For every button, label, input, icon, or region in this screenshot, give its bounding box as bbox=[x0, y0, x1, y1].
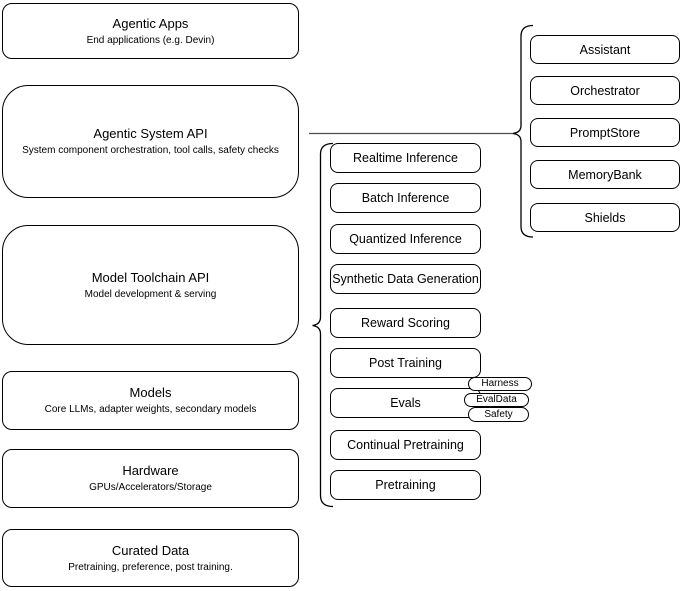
node-label: MemoryBank bbox=[568, 167, 642, 182]
node-label: Continual Pretraining bbox=[347, 438, 464, 452]
node-label: Realtime Inference bbox=[353, 151, 458, 165]
node-label: Orchestrator bbox=[570, 83, 640, 98]
box-synthetic-data-generation: Synthetic Data Generation bbox=[330, 264, 481, 294]
node-title: Agentic Apps bbox=[112, 15, 189, 31]
box-reward-scoring: Reward Scoring bbox=[330, 308, 481, 338]
tag-label: Safety bbox=[484, 408, 513, 420]
tag-harness: Harness bbox=[468, 377, 532, 391]
node-label: Shields bbox=[584, 210, 626, 225]
box-pretraining: Pretraining bbox=[330, 470, 481, 500]
box-shields: Shields bbox=[530, 203, 680, 232]
node-subtitle: End applications (e.g. Devin) bbox=[86, 34, 215, 46]
box-orchestrator: Orchestrator bbox=[530, 76, 680, 105]
node-title: Curated Data bbox=[111, 542, 190, 558]
tag-label: EvalData bbox=[476, 394, 517, 405]
box-agentic-apps: Agentic Apps End applications (e.g. Devi… bbox=[2, 3, 299, 59]
box-memorybank: MemoryBank bbox=[530, 160, 680, 189]
node-title: Models bbox=[129, 385, 172, 400]
node-title: Model Toolchain API bbox=[91, 269, 210, 285]
node-label: Batch Inference bbox=[361, 191, 450, 205]
node-subtitle: GPUs/Accelerators/Storage bbox=[89, 482, 212, 493]
box-quantized-inference: Quantized Inference bbox=[330, 224, 481, 254]
tag-label: Harness bbox=[481, 378, 519, 389]
node-title: Hardware bbox=[122, 463, 179, 478]
node-subtitle: Pretraining, preference, post training. bbox=[68, 561, 233, 573]
box-batch-inference: Batch Inference bbox=[330, 183, 481, 213]
box-post-training: Post Training bbox=[330, 348, 481, 378]
node-subtitle: Core LLMs, adapter weights, secondary mo… bbox=[44, 404, 257, 415]
box-evals: Evals bbox=[330, 388, 481, 418]
node-label: Synthetic Data Generation bbox=[332, 272, 479, 286]
node-label: Pretraining bbox=[375, 478, 436, 492]
node-subtitle: System component orchestration, tool cal… bbox=[22, 145, 279, 156]
node-title: Agentic System API bbox=[93, 126, 208, 141]
node-label: Assistant bbox=[579, 42, 631, 57]
box-model-toolchain-api: Model Toolchain API Model development & … bbox=[2, 225, 299, 345]
node-label: Evals bbox=[390, 396, 421, 410]
box-realtime-inference: Realtime Inference bbox=[330, 143, 481, 173]
toolchain-brace bbox=[312, 142, 334, 508]
components-brace bbox=[512, 24, 534, 238]
box-agentic-system-api: Agentic System API System component orch… bbox=[2, 85, 299, 198]
box-curated-data: Curated Data Pretraining, preference, po… bbox=[2, 529, 299, 587]
node-label: Quantized Inference bbox=[349, 232, 462, 246]
tag-safety: Safety bbox=[468, 407, 529, 422]
node-subtitle: Model development & serving bbox=[84, 288, 217, 300]
tag-evaldata: EvalData bbox=[464, 393, 529, 407]
box-assistant: Assistant bbox=[530, 35, 680, 64]
box-hardware: Hardware GPUs/Accelerators/Storage bbox=[2, 449, 299, 508]
box-models: Models Core LLMs, adapter weights, secon… bbox=[2, 371, 299, 430]
node-label: PromptStore bbox=[569, 125, 641, 140]
box-promptstore: PromptStore bbox=[530, 118, 680, 147]
node-label: Post Training bbox=[369, 356, 442, 370]
node-label: Reward Scoring bbox=[361, 316, 450, 330]
box-continual-pretraining: Continual Pretraining bbox=[330, 430, 481, 460]
